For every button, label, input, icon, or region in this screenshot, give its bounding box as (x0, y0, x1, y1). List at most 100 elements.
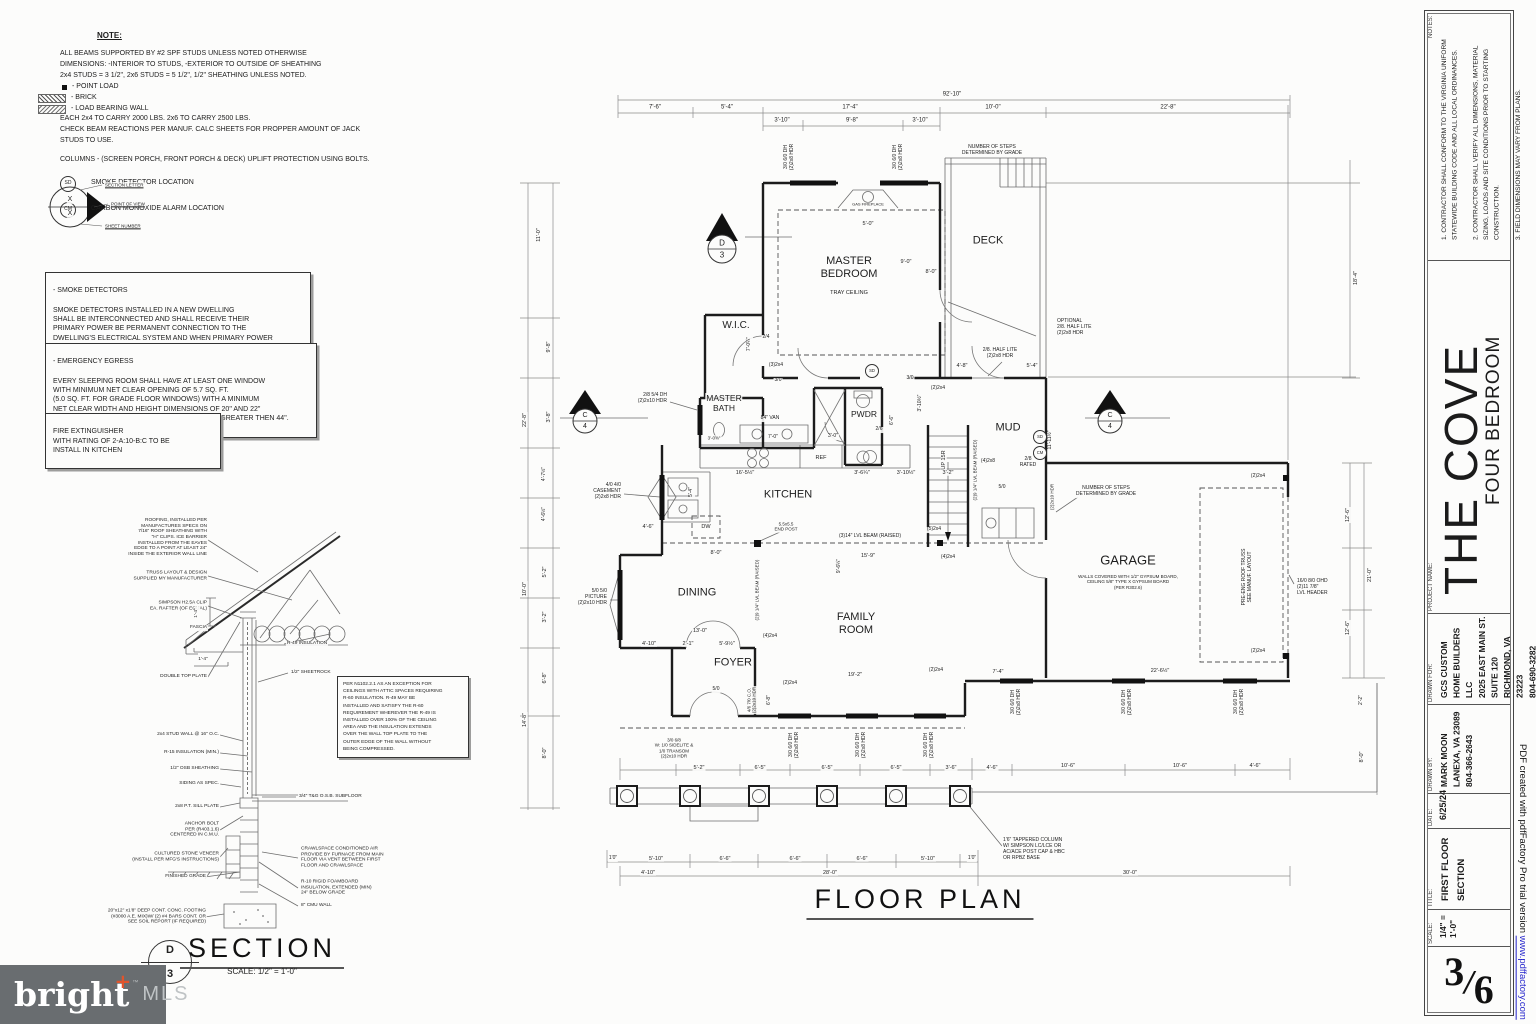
title-block-drawn-for: DRAWN FOR: GCS CUSTOM HOME BUILDERS LLC … (1428, 614, 1536, 705)
annotation: 5'-9½" (718, 640, 736, 648)
annotation: 4 (1107, 422, 1113, 432)
annotation: 30'-0" (1121, 869, 1139, 877)
annotation: 20"x12" x1'8" DEEP CONT. CONC. FOOTING (… (106, 908, 207, 926)
annotation: 84" VAN (759, 415, 781, 422)
annotation: 2'-1" (681, 640, 695, 648)
annotation: 3/0 6/0 DH (2)2x8 HDR (788, 730, 801, 760)
annotation: (2)2x4 (1249, 648, 1267, 655)
fixtures (678, 191, 997, 529)
title-block-project: PROJECT NAME: THE COVE FOUR BEDROOM (1428, 261, 1510, 614)
annotation: 12'-6" (1344, 506, 1352, 524)
annotation: TRUSS LAYOUT & DESIGN SUPPLIED MY MANUFA… (132, 570, 208, 582)
point-load-label: - POINT LOAD (72, 82, 119, 90)
annotation: 21'-0" (1366, 566, 1374, 584)
annotation: 9'-6¼" (836, 557, 843, 575)
brick-row: - BRICK (38, 93, 370, 104)
annotation: 6'-5" (820, 764, 834, 772)
annotation: (5)2x4 (925, 526, 943, 533)
annotation: (3)14" LVL BEAM (RAISED) (837, 533, 903, 540)
drawn-by-value: MARK MOON LANEXA, VA 23089 804-366-2643 (1439, 711, 1475, 787)
annotation: (4)2x4 (761, 633, 779, 640)
fire-box-body: FIRE EXTINGUISHER WITH RATING OF 2-A:10-… (53, 428, 170, 454)
annotation: GAS FIREPLACE (851, 201, 885, 208)
title-block: NOTES: 1. CONTRACTOR SHALL CONFORM TO TH… (1424, 10, 1536, 1016)
annotation: 3/0 6/0 DH (2)2x8 HDR (1233, 687, 1246, 717)
annotation: 12'-6" (1344, 619, 1352, 637)
annotation: 5/0 (711, 686, 721, 693)
fire-extinguisher-box: FIRE EXTINGUISHER WITH RATING OF 2-A:10-… (45, 413, 221, 470)
annotation: 2/8. HALF LITE (2)2x8 HDR (981, 347, 1019, 360)
annotation: 3 (718, 250, 726, 260)
annotation: 4'-6½" (541, 505, 548, 523)
annotation: 3'-10" (773, 117, 791, 125)
annotation: R-49 INSULATION (286, 641, 329, 647)
annotation: ROOFING, INSTALLED PER MANUFACTURES SPEC… (127, 518, 208, 558)
annotation: 3'-10" (911, 117, 929, 125)
title-value: FIRST FLOOR SECTION (1440, 837, 1468, 901)
annotation: NUMBER OF STEPS DETERMINED BY GRADE (1074, 485, 1138, 498)
annotation: 1/2" OSB SHEATHING (169, 766, 220, 772)
sheet-number-denominator: 6 (1473, 967, 1494, 1012)
annotation: 1'6" TAPPERED COLUMN W/ SIMPSON LC/LCE O… (1002, 837, 1066, 862)
title-block-date: DATE: 6/25/24 (1428, 789, 1510, 829)
sheet-number: 3/6 (1444, 949, 1493, 1012)
drawn-by-label: DRAWN BY: (1428, 757, 1434, 791)
annotation: (4)2x4 (939, 554, 957, 561)
annotation: 3'-0⅝" (706, 435, 722, 441)
sheet-number-slash: / (1464, 964, 1474, 1001)
annotation: 16/0 8/0 OHD (2)11 7/8" LVL HEADER (1296, 578, 1329, 597)
annotation: SIDING AS SPEC. (178, 781, 220, 787)
sd-symbol: SD (60, 175, 76, 192)
annotation: 4 (582, 422, 588, 432)
annotation: DECK (971, 234, 1005, 248)
annotation: 4'-6" (1248, 762, 1262, 770)
annotation: 3/0 (773, 377, 783, 384)
annotation: 2x8 P.T. SILL PLATE (174, 804, 220, 810)
annotation: SECTION LETTER (104, 182, 145, 188)
trademark-symbol: ™ (132, 979, 139, 986)
annotation: 4'-10" (640, 640, 658, 648)
annotation: (2)2x4 (927, 667, 945, 674)
bright-cross-icon: + (114, 969, 132, 993)
annotation: 4'-8" (955, 362, 969, 370)
annotation: 5.5x5.5 END POST (773, 521, 799, 533)
watermark-link[interactable]: www.pdffactory.com (1517, 935, 1528, 1020)
annotation: MUD (994, 421, 1022, 435)
annotation: 3'-2" (941, 469, 955, 477)
title-block-scale: SCALE: 1/4" = 1'-0" (1428, 910, 1510, 947)
annotation: 10'-6" (1171, 762, 1189, 770)
annotation: 5'-0" (861, 220, 875, 228)
note-line: CHECK BEAM REACTIONS PER MANUF. CALC SHE… (60, 126, 361, 134)
annotation: R-15 INSULATION (MIN.) (163, 750, 220, 756)
annotation: R-10 RIGID FOAMBOARD INSULATION, EXTENDE… (300, 879, 373, 897)
annotation: SHEET NUMBER (104, 223, 142, 229)
annotation: (4)2x8 (979, 458, 997, 465)
annotation: 2/6 (874, 426, 884, 433)
bright-text: bright (14, 975, 130, 1014)
brick-label: - BRICK (71, 93, 97, 101)
point-load-row: - POINT LOAD (60, 82, 370, 93)
annotation: 4'-6" (985, 764, 999, 772)
annotation: 5/0 5/0 PICTURE (2)2x10 HDR (576, 588, 608, 607)
annotation: 3/0 6/0 DH (2)2x8 HDR (923, 730, 936, 760)
annotation: 8'-0" (1358, 750, 1366, 764)
annotation: FINISHED GRADE (164, 874, 207, 880)
annotation: UP 15R (940, 449, 948, 471)
annotation: 11'-0" (535, 227, 543, 243)
dashed-lines (620, 209, 1289, 729)
annotation: DINING (676, 586, 718, 600)
note-line: ALL BEAMS SUPPORTED BY #2 SPF STUDS UNLE… (60, 50, 307, 58)
annotation: 4'-6" (641, 523, 655, 531)
project-subname: FOUR BEDROOM (1483, 335, 1504, 505)
note-line: STUDS TO USE. (60, 137, 114, 145)
date-value: 6/25/24 (1438, 789, 1448, 820)
annotation: 7'-6" (648, 104, 662, 112)
title-block-title: TITLE: FIRST FLOOR SECTION (1428, 829, 1510, 910)
annotation: 5/0 (997, 484, 1007, 491)
egress-box-title: - EMERGENCY EGRESS (53, 358, 134, 366)
annotation: 15'-9" (859, 552, 877, 560)
